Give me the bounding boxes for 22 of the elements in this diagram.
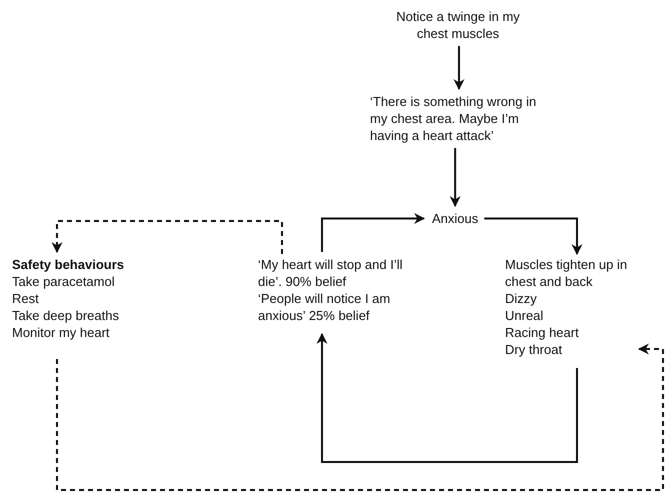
emotion-text: Anxious — [432, 210, 478, 227]
event-text: Notice a twinge in my chest muscles — [395, 8, 521, 42]
belief-text: ‘My heart will stop and I’ll die’. 90% belief — [258, 256, 404, 290]
arrow — [321, 213, 426, 252]
symptom-list: Racing heart — [505, 324, 629, 341]
dashed-arrow — [56, 344, 664, 491]
thought-text: ‘There is something wrong in my chest area. Maybe I’m having a heart attack’ — [370, 93, 538, 144]
behaviour-list: Take deep breaths — [12, 307, 182, 324]
behaviour-list: Monitor my heart — [12, 324, 182, 341]
belief-text: ‘People will notice I am anxious’ 25% belief — [258, 290, 392, 324]
arrow — [454, 46, 464, 90]
arrow — [316, 332, 578, 463]
symptom-list: Unreal — [505, 307, 629, 324]
behaviour-list: Rest — [12, 290, 182, 307]
dashed-arrow — [52, 220, 283, 254]
arrow — [484, 218, 582, 256]
heading: Safety behaviours — [12, 256, 125, 273]
symptom-list: Muscles tighten up in chest and back — [505, 256, 629, 290]
behaviour-list: Take paracetamol — [12, 273, 182, 290]
arrow — [450, 148, 461, 208]
symptom-list: Dry throat — [505, 341, 629, 358]
symptom-list: Dizzy — [505, 290, 629, 307]
